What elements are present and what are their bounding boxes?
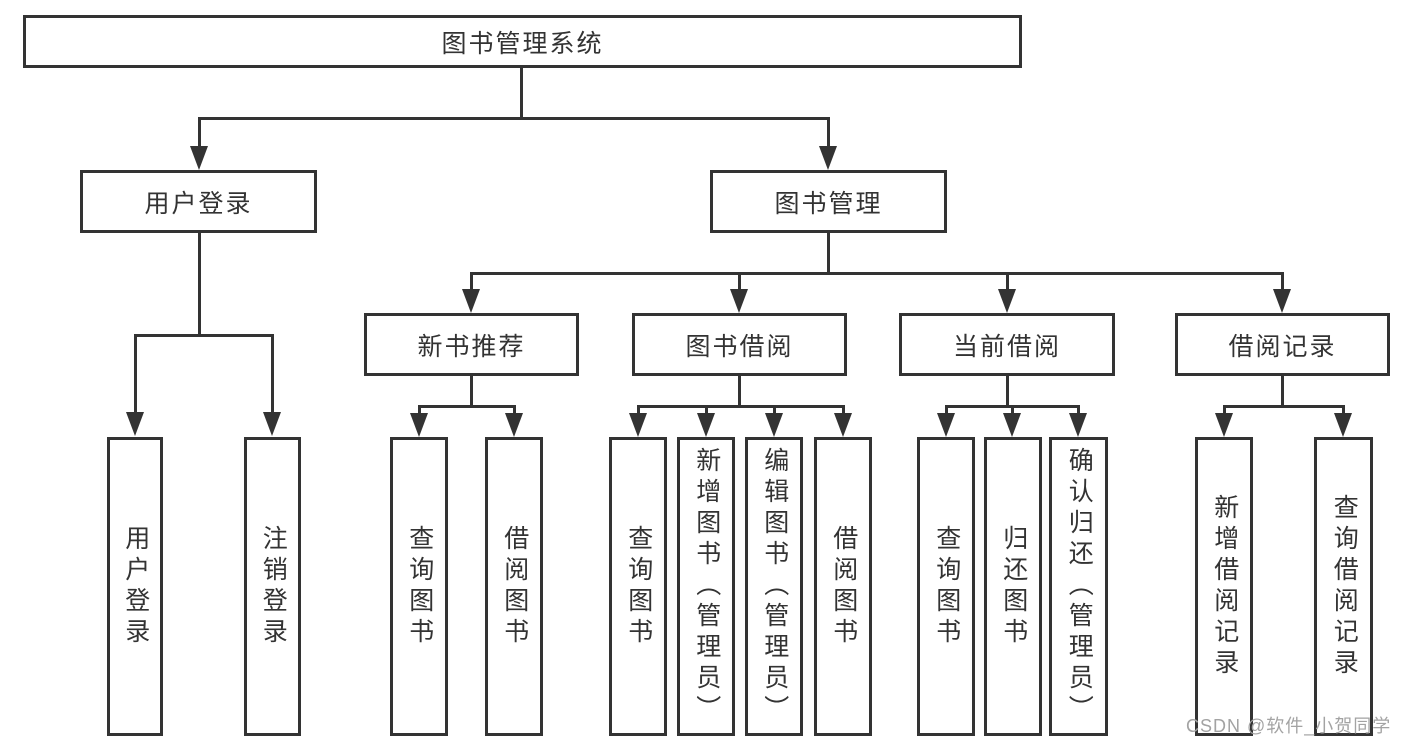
leaf-user-login: 用户登录 [107,437,163,736]
arrow-down-leaf [629,413,647,437]
csdn-watermark: CSDN @软件_小贺同学 [1186,716,1392,736]
connector-leaf [637,405,640,415]
leaf-query-books-3: 查询图书 [917,437,975,736]
connector-to-user-login [198,117,201,147]
node-book-management-label: 图书管理 [774,189,883,218]
leaf-borrow-books-1-label: 借阅图书 [500,524,529,649]
leaf-query-books-2: 查询图书 [609,437,667,736]
connector-to-leaf-logout [271,334,274,414]
connector-borrow-records-trunk [1281,376,1284,407]
connector-level2-bus [198,117,830,120]
node-library-system-label: 图书管理系统 [441,29,604,58]
leaf-query-books-2-label: 查询图书 [624,524,653,649]
arrow-down-leaf [697,413,715,437]
connector-leaf [945,405,948,415]
leaf-query-borrow-record: 查询借阅记录 [1314,437,1373,736]
node-borrow-records-label: 借阅记录 [1228,332,1337,361]
node-book-management: 图书管理 [710,170,947,233]
node-book-borrow: 图书借阅 [632,313,847,376]
arrow-down-leaf [1069,413,1087,437]
arrow-down-leaf [1003,413,1021,437]
leaf-return-book: 归还图书 [984,437,1042,736]
connector-level3-bus [470,272,1284,275]
connector-to-book-borrow [738,272,741,290]
connector-book-borrow-bus [637,405,844,408]
leaf-borrow-books-2-label: 借阅图书 [829,524,858,649]
node-current-borrow: 当前借阅 [899,313,1115,376]
arrow-down-leaf [834,413,852,437]
connector-new-book-trunk [470,376,473,407]
arrow-down-leaf [1334,413,1352,437]
leaf-add-book-admin-label: 新增图书（管理员） [692,447,721,726]
connector-to-borrow-records [1281,272,1284,290]
leaf-query-borrow-record-label: 查询借阅记录 [1330,493,1359,680]
connector-leaf [773,405,776,415]
node-borrow-records: 借阅记录 [1175,313,1390,376]
connector-to-book-management [827,117,830,147]
arrow-down-current-borrow [998,289,1016,313]
arrow-down-book-management [819,146,837,170]
arrow-down-leaf-user-login [126,412,144,436]
leaf-user-login-label: 用户登录 [121,524,150,649]
connector-to-leaf-user-login [134,334,137,414]
leaf-query-books-1-label: 查询图书 [405,524,434,649]
leaf-add-book-admin: 新增图书（管理员） [677,437,735,736]
leaf-borrow-books-2: 借阅图书 [814,437,872,736]
arrow-down-leaf [765,413,783,437]
connector-user-login-bus [134,334,274,337]
connector-leaf [513,405,516,415]
leaf-confirm-return-admin: 确认归还（管理员） [1049,437,1108,736]
arrow-down-user-login [190,146,208,170]
arrow-down-leaf-logout [263,412,281,436]
arrow-down-leaf [410,413,428,437]
connector-leaf [418,405,421,415]
connector-book-borrow-trunk [738,376,741,407]
node-current-borrow-label: 当前借阅 [952,332,1061,361]
node-user-login: 用户登录 [80,170,317,233]
arrow-down-leaf [937,413,955,437]
connector-borrow-records-bus [1223,405,1344,408]
node-new-book-recommend: 新书推荐 [364,313,579,376]
leaf-add-borrow-record: 新增借阅记录 [1195,437,1253,736]
leaf-query-books-1: 查询图书 [390,437,448,736]
connector-to-current-borrow [1006,272,1009,290]
leaf-borrow-books-1: 借阅图书 [485,437,543,736]
arrow-down-borrow-records [1273,289,1291,313]
connector-leaf [842,405,845,415]
connector-current-borrow-trunk [1006,376,1009,407]
leaf-query-books-3-label: 查询图书 [932,524,961,649]
arrow-down-leaf [1215,413,1233,437]
leaf-logout: 注销登录 [244,437,301,736]
node-user-login-label: 用户登录 [144,189,253,218]
connector-root-trunk [520,67,523,118]
leaf-edit-book-admin: 编辑图书（管理员） [745,437,803,736]
connector-leaf [1342,405,1345,415]
connector-leaf [1077,405,1080,415]
arrow-down-leaf [505,413,523,437]
node-book-borrow-label: 图书借阅 [685,332,794,361]
leaf-return-book-label: 归还图书 [999,524,1028,649]
connector-book-management-trunk [827,233,830,274]
connector-new-book-bus [418,405,516,408]
connector-leaf [1011,405,1014,415]
connector-leaf [1223,405,1226,415]
arrow-down-new-book [462,289,480,313]
leaf-add-borrow-record-label: 新增借阅记录 [1210,493,1239,680]
node-new-book-recommend-label: 新书推荐 [417,332,526,361]
connector-leaf [705,405,708,415]
arrow-down-book-borrow [730,289,748,313]
connector-to-new-book [470,272,473,290]
leaf-edit-book-admin-label: 编辑图书（管理员） [760,447,789,726]
leaf-confirm-return-admin-label: 确认归还（管理员） [1065,447,1094,726]
node-library-system: 图书管理系统 [23,15,1022,68]
connector-user-login-trunk [198,233,201,335]
leaf-logout-label: 注销登录 [259,524,288,649]
